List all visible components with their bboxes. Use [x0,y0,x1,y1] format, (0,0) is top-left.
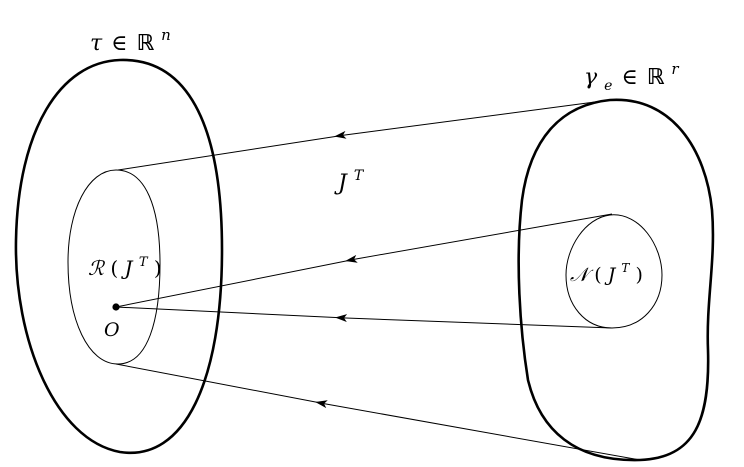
domain-space-label: τ ∈ ℝ n [90,26,171,56]
null-space-label: 𝒩 ( J T ) [570,255,643,286]
map-line-bottom [115,363,641,461]
map-line-top [117,99,611,171]
domain-space-boundary [14,58,224,455]
map-line-null-bottom [115,306,613,329]
map-line-null-top [115,213,613,308]
codomain-space-label: γ e ∈ ℝ r [584,60,679,96]
origin-point [112,303,120,311]
range-label: ℛ ( J T ) [88,247,162,280]
map-label: J T [334,168,365,196]
origin-label: O [104,319,120,341]
